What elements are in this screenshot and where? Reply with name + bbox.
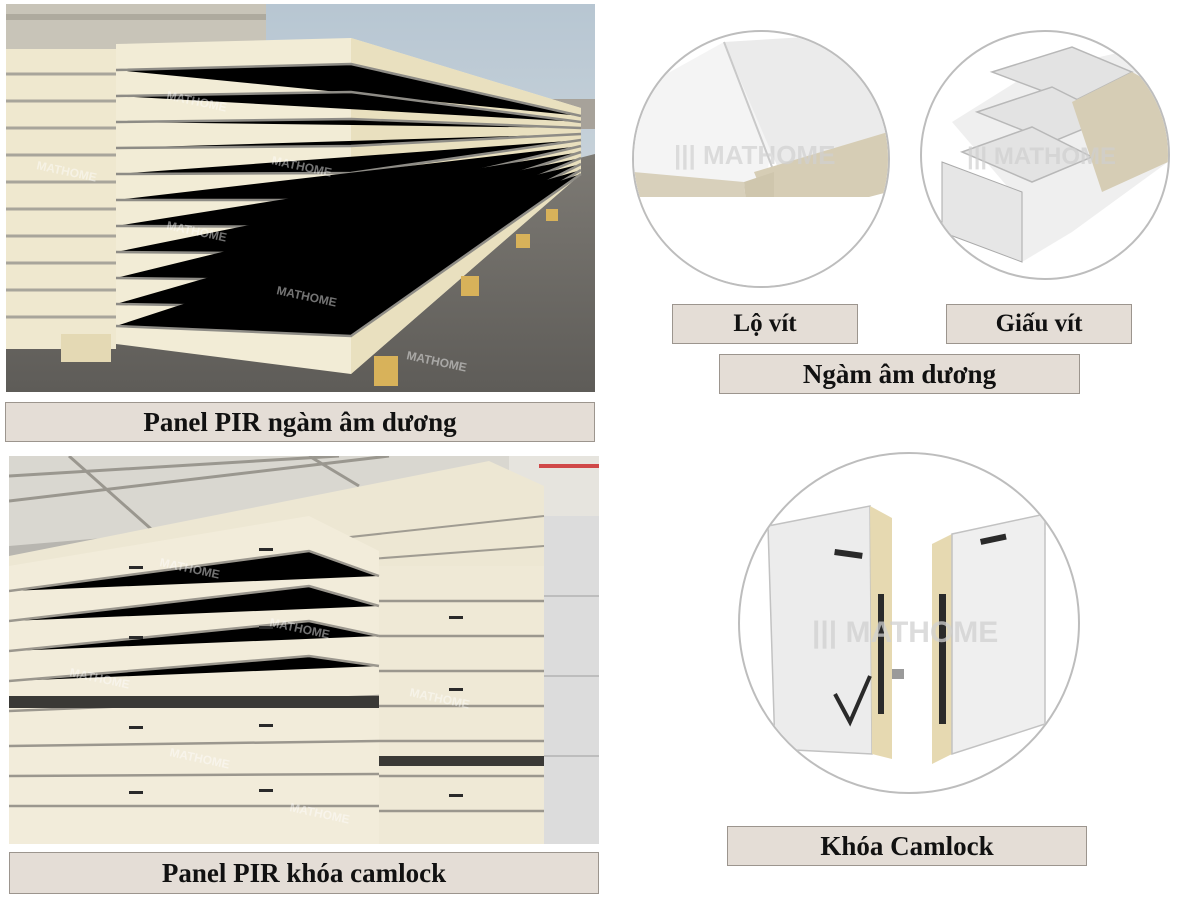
circle-giau-vit: ||| MATHOME — [920, 30, 1170, 280]
panel-stack-main — [115, 38, 582, 386]
panel-stack-right — [379, 566, 544, 844]
label-ngam-am-duong: Ngàm âm dương — [719, 354, 1080, 394]
panel-stack-left — [6, 49, 116, 362]
circle-khoa-camlock: ||| MATHOME — [738, 452, 1080, 794]
photo-panel-stack-warehouse: MATHOME MATHOME MATHOME MATHOME MATHOME … — [9, 456, 599, 844]
circle-lo-vit: ||| MATHOME — [632, 30, 890, 288]
svg-text:||| MATHOME: ||| MATHOME — [812, 616, 998, 649]
label-giau-vit: Giấu vít — [946, 304, 1132, 344]
label-lo-vit: Lộ vít — [672, 304, 858, 344]
svg-text:||| MATHOME: ||| MATHOME — [674, 140, 835, 170]
svg-text:||| MATHOME: ||| MATHOME — [967, 143, 1116, 170]
photo-panel-stack-outdoor: MATHOME MATHOME MATHOME MATHOME MATHOME … — [6, 4, 595, 392]
caption-panel-pir-ngam: Panel PIR ngàm âm dương — [5, 402, 595, 442]
caption-panel-pir-camlock: Panel PIR khóa camlock — [9, 852, 599, 894]
label-khoa-camlock: Khóa Camlock — [727, 826, 1087, 866]
panel-stack-front — [9, 516, 463, 844]
